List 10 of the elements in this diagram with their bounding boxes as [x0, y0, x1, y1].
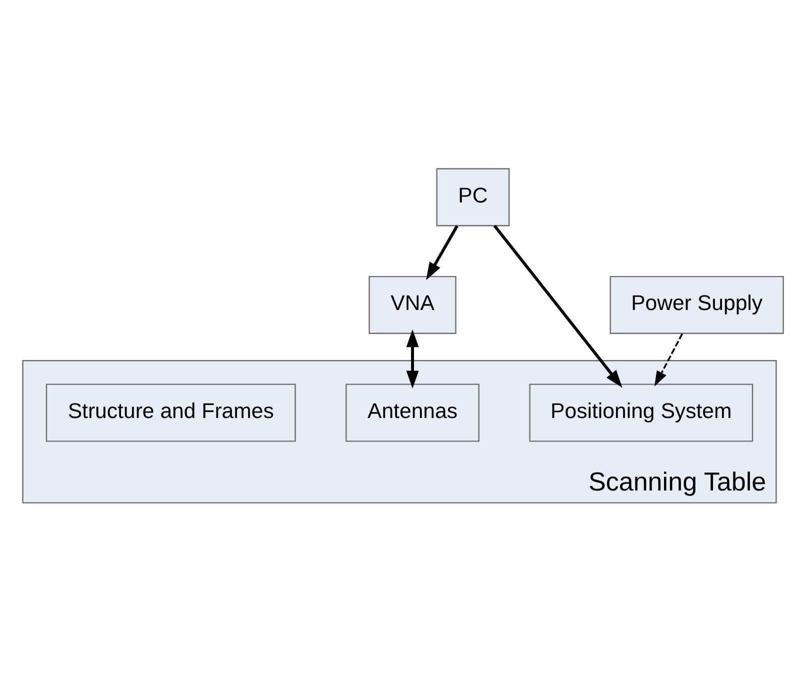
node-box: VNA [368, 276, 456, 334]
node-box: Positioning System [529, 384, 754, 442]
arrow [493, 224, 622, 388]
node-box: PC [436, 168, 510, 226]
node-box: Antennas [346, 384, 480, 442]
node-box: Power Supply [610, 276, 784, 334]
arrow [654, 333, 683, 386]
arrow [406, 329, 419, 389]
node-box: Structure and Frames [46, 384, 296, 442]
arrow [426, 225, 458, 280]
